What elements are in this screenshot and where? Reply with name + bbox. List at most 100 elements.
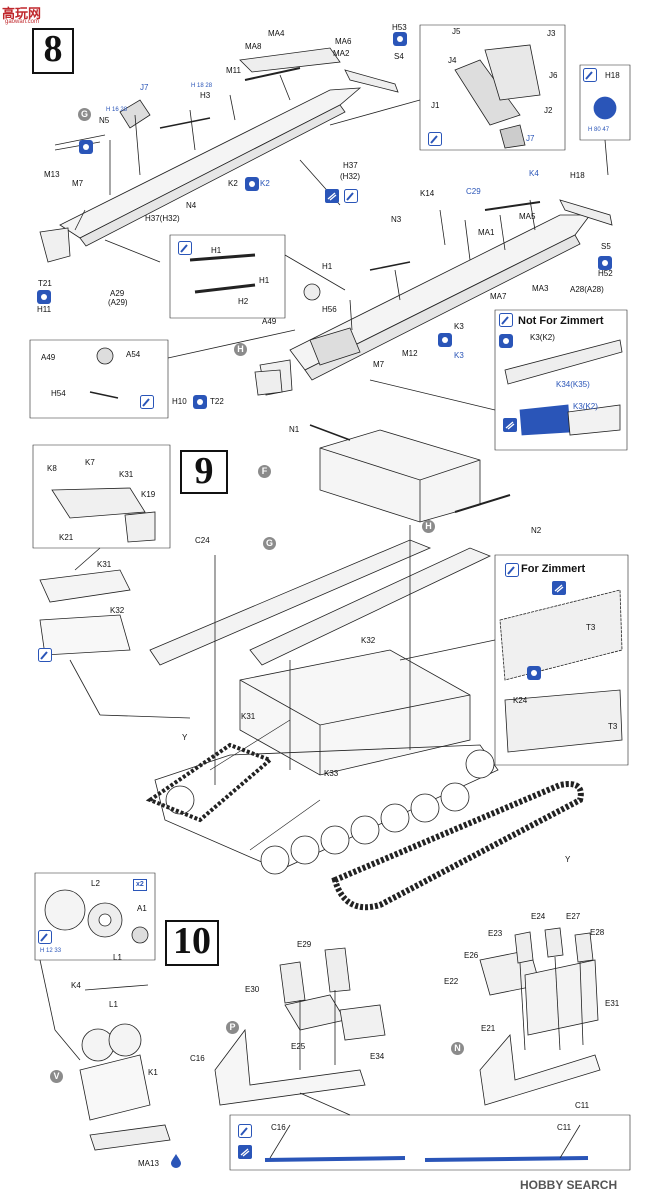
k-plates-inset bbox=[32, 444, 191, 719]
label-s4: S4 bbox=[394, 52, 404, 61]
glue-dots-icon bbox=[393, 32, 407, 46]
glue-dots-icon bbox=[37, 290, 51, 304]
label-e23: E23 bbox=[488, 929, 503, 938]
h18-inset bbox=[579, 64, 631, 176]
for-zimmert-inset bbox=[399, 554, 629, 766]
label-k3k2-b: K3(K2) bbox=[573, 402, 598, 411]
callout-v-10: V bbox=[50, 1070, 63, 1083]
callout-g-9: G bbox=[263, 537, 276, 550]
label-j2: J2 bbox=[544, 106, 553, 115]
upper-rail-drawing bbox=[39, 47, 399, 263]
label-h18: H18 bbox=[570, 171, 585, 180]
label-k7: K7 bbox=[85, 458, 95, 467]
label-k3-a: K3 bbox=[454, 322, 464, 331]
label-n1: N1 bbox=[289, 425, 300, 434]
label-t22: T22 bbox=[210, 397, 224, 406]
label-ma6: MA6 bbox=[335, 37, 352, 46]
label-e30: E30 bbox=[245, 985, 260, 994]
brush-paint-icon bbox=[178, 241, 192, 255]
label-k31-b: K31 bbox=[97, 560, 112, 569]
brush-paint-icon bbox=[38, 648, 52, 662]
glue-dots-icon bbox=[438, 333, 452, 347]
label-k3-b: K3 bbox=[454, 351, 464, 360]
label-c29: C29 bbox=[466, 187, 481, 196]
label-ma2: MA2 bbox=[333, 49, 350, 58]
track-drawing bbox=[145, 742, 584, 911]
label-h3: H3 bbox=[200, 91, 211, 100]
label-h1: H1 bbox=[322, 262, 333, 271]
label-h56: H56 bbox=[322, 305, 337, 314]
label-k1: K1 bbox=[148, 1068, 158, 1077]
label-k31-a: K31 bbox=[119, 470, 134, 479]
label-e34: E34 bbox=[370, 1052, 385, 1061]
label-k31-c: K31 bbox=[241, 712, 256, 721]
label-k19: K19 bbox=[141, 490, 156, 499]
brush-paint-icon bbox=[344, 189, 358, 203]
watermark-top-left-sub: gaowan.com bbox=[5, 19, 40, 25]
label-t21: T21 bbox=[38, 279, 52, 288]
watermark-bottom-right: HOBBY SEARCH bbox=[520, 1178, 618, 1192]
label-k8: K8 bbox=[47, 464, 57, 473]
label-c16-inset: C16 bbox=[271, 1123, 286, 1132]
hull-deck-drawing bbox=[309, 424, 511, 523]
label-h32-inset: (H32) bbox=[340, 172, 361, 181]
label-j5: J5 bbox=[452, 27, 461, 36]
lower-rail-drawing bbox=[259, 199, 613, 396]
label-k32-b: K32 bbox=[361, 636, 376, 645]
label-e21: E21 bbox=[481, 1024, 496, 1033]
label-l1: L1 bbox=[113, 953, 122, 962]
label-l1-b: L1 bbox=[109, 1000, 118, 1009]
water-decal-drop-icon bbox=[171, 1154, 181, 1168]
brush-paint-icon bbox=[238, 1124, 252, 1138]
label-j3: J3 bbox=[547, 29, 556, 38]
brush-paint-icon bbox=[583, 68, 597, 82]
label-c24: C24 bbox=[195, 536, 210, 545]
label-h37-inset: H37 bbox=[343, 161, 358, 170]
label-h2: H2 bbox=[238, 297, 249, 306]
label-k4: K4 bbox=[529, 169, 539, 178]
label-e25: E25 bbox=[291, 1042, 306, 1051]
j-parts-inset bbox=[329, 24, 566, 151]
label-n4: N4 bbox=[186, 201, 197, 210]
label-j4: J4 bbox=[448, 56, 457, 65]
brush-paint-icon bbox=[140, 395, 154, 409]
label-h1-inset: H1 bbox=[211, 246, 222, 255]
label-a49: A49 bbox=[262, 317, 277, 326]
label-m12: M12 bbox=[402, 349, 418, 358]
label-j7-inset: J7 bbox=[526, 134, 535, 143]
label-e28: E28 bbox=[590, 928, 605, 937]
callout-f-9: F bbox=[258, 465, 271, 478]
label-a28: A28(A28) bbox=[570, 285, 604, 294]
label-j6: J6 bbox=[549, 71, 558, 80]
label-h54: H54 bbox=[51, 389, 66, 398]
label-a29: A29 bbox=[110, 289, 125, 298]
callout-p-10: P bbox=[226, 1021, 239, 1034]
label-k2-a: K2 bbox=[228, 179, 238, 188]
quantity-badge-x2: x2 bbox=[133, 879, 147, 891]
label-n5: N5 bbox=[99, 116, 110, 125]
label-ma4: MA4 bbox=[268, 29, 285, 38]
label-e26: E26 bbox=[464, 951, 479, 960]
label-ma8: MA8 bbox=[245, 42, 262, 51]
airbrush-icon bbox=[552, 581, 566, 595]
label-m7: M7 bbox=[72, 179, 84, 188]
paint-code-h16-28: H 16 28 bbox=[106, 107, 128, 113]
label-ma3: MA3 bbox=[532, 284, 549, 293]
painting-inset bbox=[229, 1092, 631, 1171]
brush-paint-icon bbox=[505, 563, 519, 577]
label-ma7: MA7 bbox=[490, 292, 507, 301]
label-m7-b: M7 bbox=[373, 360, 385, 369]
label-c11: C11 bbox=[575, 1101, 590, 1110]
not-zimmert-inset bbox=[369, 309, 628, 451]
wheel-inset bbox=[34, 872, 156, 1061]
label-h52: H52 bbox=[598, 269, 613, 278]
watermark-top-left: 高玩网 bbox=[2, 6, 42, 21]
label-k2-b: K2 bbox=[260, 179, 270, 188]
label-t3-a: T3 bbox=[586, 623, 596, 632]
airbrush-icon bbox=[503, 418, 517, 432]
glue-dots-icon bbox=[245, 177, 259, 191]
fender-p-drawing bbox=[214, 947, 386, 1106]
label-a1: A1 bbox=[137, 904, 147, 913]
label-e27: E27 bbox=[566, 912, 581, 921]
